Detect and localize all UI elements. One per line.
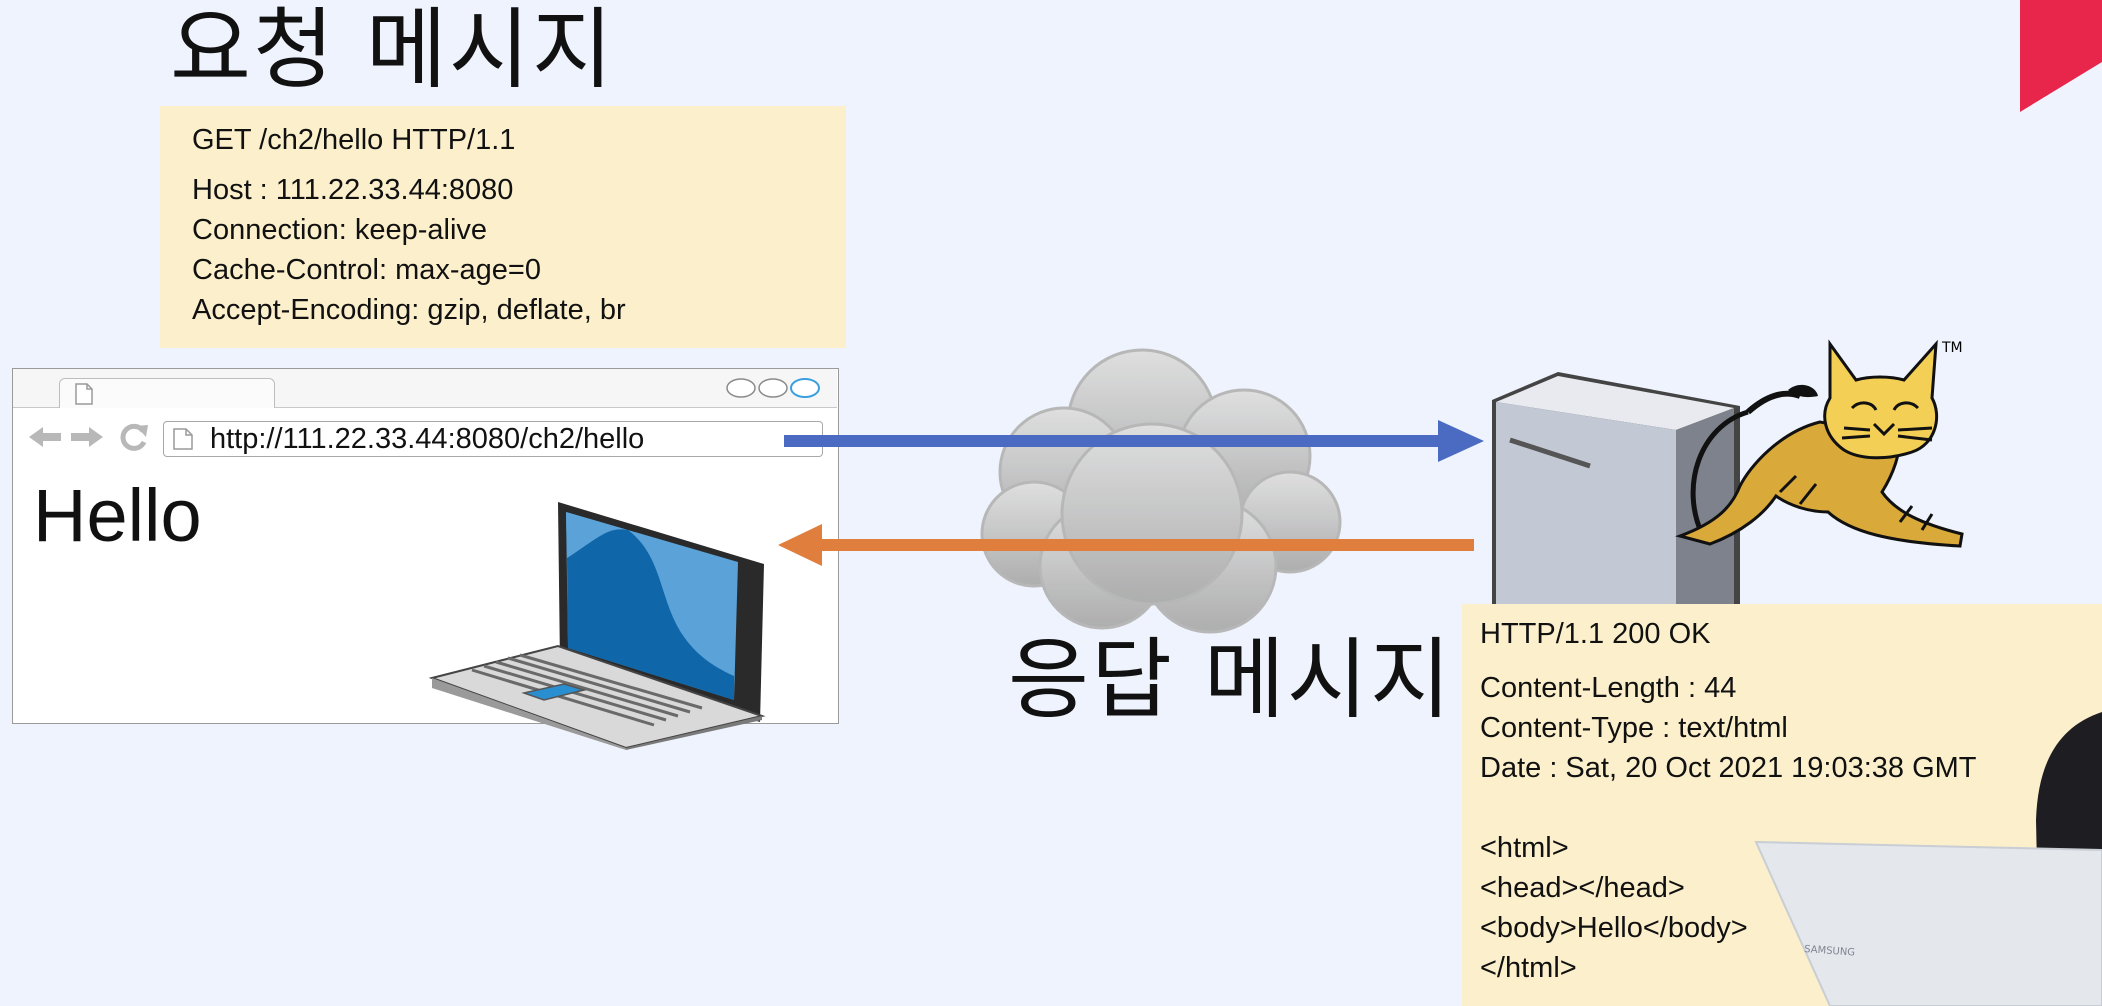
request-header-cache-control: Cache-Control: max-age=0 (192, 254, 541, 286)
response-status-line: HTTP/1.1 200 OK (1480, 618, 1711, 650)
url-text: http://111.22.33.44:8080/ch2/hello (210, 423, 645, 455)
page-icon (173, 428, 193, 450)
back-arrow-icon[interactable] (27, 425, 63, 449)
page-content-hello: Hello (33, 474, 202, 557)
response-header-content-length: Content-Length : 44 (1480, 672, 1737, 704)
response-body-line: <html> (1480, 832, 1569, 864)
response-body-line: <head></head> (1480, 872, 1685, 904)
forward-arrow-icon[interactable] (69, 425, 105, 449)
tomcat-logo-icon: TM (1675, 339, 1964, 548)
page-icon (75, 383, 93, 405)
response-body-line: </html> (1480, 952, 1577, 984)
request-arrow (784, 420, 1484, 462)
window-control-icon[interactable] (725, 375, 825, 401)
request-header-accept-encoding: Accept-Encoding: gzip, deflate, br (192, 294, 626, 326)
response-header-date: Date : Sat, 20 Oct 2021 19:03:38 GMT (1480, 752, 1977, 784)
response-message-title: 응답 메시지 (1008, 628, 1453, 731)
request-header-host: Host : 111.22.33.44:8080 (192, 174, 514, 206)
response-body-line: <body>Hello</body> (1480, 912, 1748, 944)
laptop-brand-text: SAMSUNG (1804, 944, 1856, 959)
server-icon (1492, 372, 1740, 608)
cloud-icon (980, 348, 1342, 634)
address-bar[interactable]: http://111.22.33.44:8080/ch2/hello (163, 421, 823, 457)
laptop-icon (428, 502, 766, 750)
presenter-overlay: SAMSUNG (1754, 712, 2102, 1006)
request-message-box: GET /ch2/hello HTTP/1.1 Host : 111.22.33… (160, 106, 846, 348)
request-header-connection: Connection: keep-alive (192, 214, 488, 246)
corner-accent (2020, 0, 2102, 112)
request-message-title: 요청 메시지 (170, 0, 615, 101)
request-start-line: GET /ch2/hello HTTP/1.1 (192, 124, 516, 156)
trademark-text: TM (1941, 340, 1963, 356)
refresh-icon[interactable] (119, 423, 149, 451)
response-arrow (778, 524, 1474, 566)
response-header-content-type: Content-Type : text/html (1480, 712, 1788, 744)
browser-tab[interactable] (59, 378, 275, 408)
